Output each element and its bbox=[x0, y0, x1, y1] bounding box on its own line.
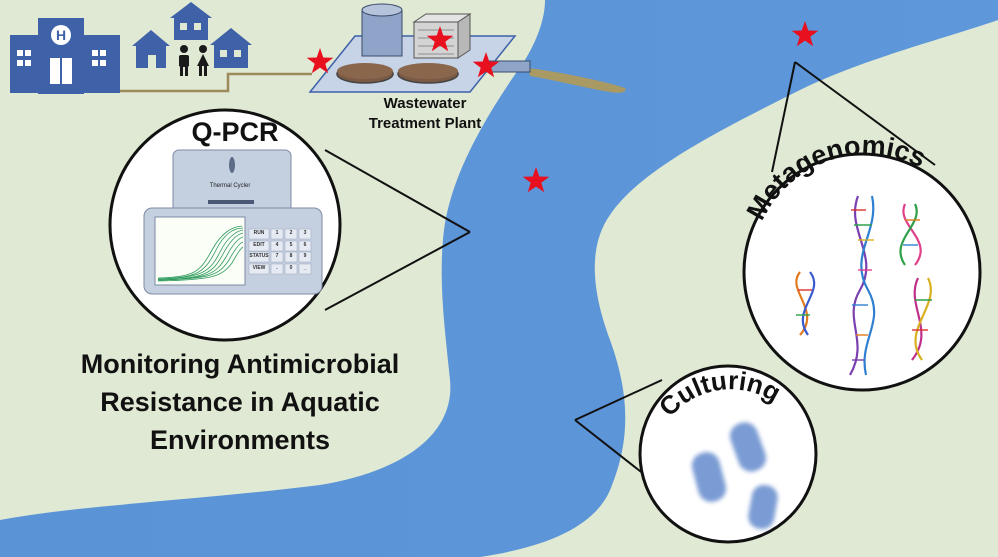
culturing-callout bbox=[638, 364, 818, 544]
keypad-key: 3 bbox=[303, 230, 307, 236]
qpcr-callout bbox=[108, 108, 342, 342]
keypad-key: . bbox=[276, 264, 278, 271]
keypad-key: 8 bbox=[289, 253, 293, 259]
wwtp-label-line-2: Treatment Plant bbox=[368, 115, 482, 132]
wwtp-icon bbox=[308, 3, 531, 93]
main-title: Monitoring Antimicrobial Resistance in A… bbox=[30, 345, 450, 459]
effluent-plume bbox=[528, 68, 626, 93]
keypad-key: 7 bbox=[275, 253, 279, 259]
keypad-row: EDIT 4 5 6 bbox=[248, 240, 314, 252]
callout-lines bbox=[324, 61, 936, 476]
keypad-key: 1 bbox=[275, 230, 279, 236]
keypad-key: RUN bbox=[253, 230, 265, 236]
bacteria-icon bbox=[691, 422, 778, 530]
keypad-key: 2 bbox=[289, 230, 293, 236]
thermal-cycler-label: Thermal Cycler bbox=[209, 183, 251, 189]
sampling-star-icon bbox=[306, 21, 819, 193]
svg-text:H: H bbox=[56, 27, 66, 43]
keypad-key: 0 bbox=[289, 264, 293, 271]
house-icon bbox=[132, 2, 252, 68]
people-icon bbox=[179, 45, 209, 76]
keypad-key: STATUS bbox=[249, 253, 269, 259]
keypad-row: RUN 1 2 3 bbox=[248, 228, 314, 240]
sewer-line bbox=[120, 72, 312, 93]
keypad-row: STATUS 7 8 9 bbox=[248, 251, 314, 263]
title-line-3: Environments bbox=[149, 425, 331, 455]
keypad-key: 4 bbox=[275, 241, 279, 248]
qpcr-label: Q-PCR bbox=[191, 117, 279, 147]
hospital-icon: H bbox=[10, 18, 120, 94]
display-screen bbox=[154, 216, 246, 286]
wwtp-label: Wastewater Treatment Plant bbox=[330, 94, 520, 134]
keypad-key: VIEW bbox=[252, 264, 266, 271]
wwtp-label-line-1: Wastewater bbox=[383, 95, 467, 112]
keypad-key: 9 bbox=[303, 253, 307, 259]
keypad-key: _ bbox=[303, 264, 307, 271]
metagenomics-callout bbox=[742, 152, 982, 392]
keypad-key: EDIT bbox=[253, 241, 265, 248]
keypad-row: VIEW. 0 _ bbox=[248, 263, 314, 275]
keypad-key: 6 bbox=[303, 241, 307, 248]
keypad bbox=[248, 228, 312, 275]
title-line-1: Monitoring Antimicrobial bbox=[80, 349, 400, 379]
title-line-2: Resistance in Aquatic bbox=[100, 387, 380, 417]
keypad-key: 5 bbox=[289, 241, 293, 248]
